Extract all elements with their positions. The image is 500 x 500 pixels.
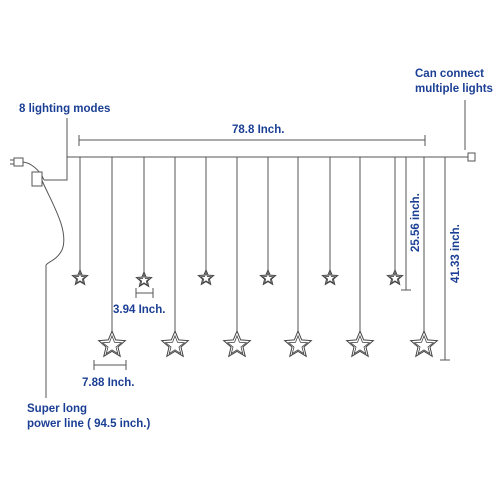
star-light-icon [409,329,439,358]
star-light-icon [345,329,375,358]
star-light-icon [386,268,404,286]
total-width-label: 78.8 Inch. [232,124,284,136]
power-cable [21,156,79,266]
short-drop-label: 25.56 inch. [410,193,422,252]
can-connect-label-line1: Can connect [415,68,484,80]
star-inner-outline [349,334,371,355]
star-drops [71,157,439,358]
star-light-icon [197,268,215,286]
star-inner-outline [101,334,123,355]
star-light-icon [135,270,153,288]
power-plug-icon [10,157,24,167]
power-line-label-line2: power line ( 94.5 inch.) [27,418,151,430]
end-connector [467,152,476,162]
inline-controller-box [31,171,43,187]
large-star-dimension [93,360,127,370]
star-inner-outline [226,334,248,355]
star-inner-outline [73,271,87,284]
star-inner-outline [137,273,151,286]
star-light-icon [160,329,190,358]
long-drop-dimension [440,156,450,361]
power-line-label-line1: Super long [27,403,87,415]
star-light-icon [71,268,89,286]
star-inner-outline [388,271,402,284]
lighting-modes-label: 8 lighting modes [19,103,110,115]
star-light-icon [222,329,252,358]
star-inner-outline [199,271,213,284]
star-inner-outline [261,271,275,284]
can-connect-label-line2: multiple lights [415,83,493,95]
star-inner-outline [323,271,337,284]
total-width-dimension [78,135,426,146]
star-inner-outline [287,334,309,355]
star-light-icon [283,329,313,358]
short-drop-dimension [401,156,411,291]
star-light-icon [321,268,339,286]
star-inner-outline [164,334,186,355]
star-inner-outline [413,334,435,355]
small-star-label: 3.94 Inch. [113,304,165,316]
star-light-icon [259,268,277,286]
large-star-label: 7.88 Inch. [82,377,134,389]
small-star-dimension [135,288,154,298]
star-light-icon [97,329,127,358]
long-drop-label: 41.33 inch. [450,224,462,283]
